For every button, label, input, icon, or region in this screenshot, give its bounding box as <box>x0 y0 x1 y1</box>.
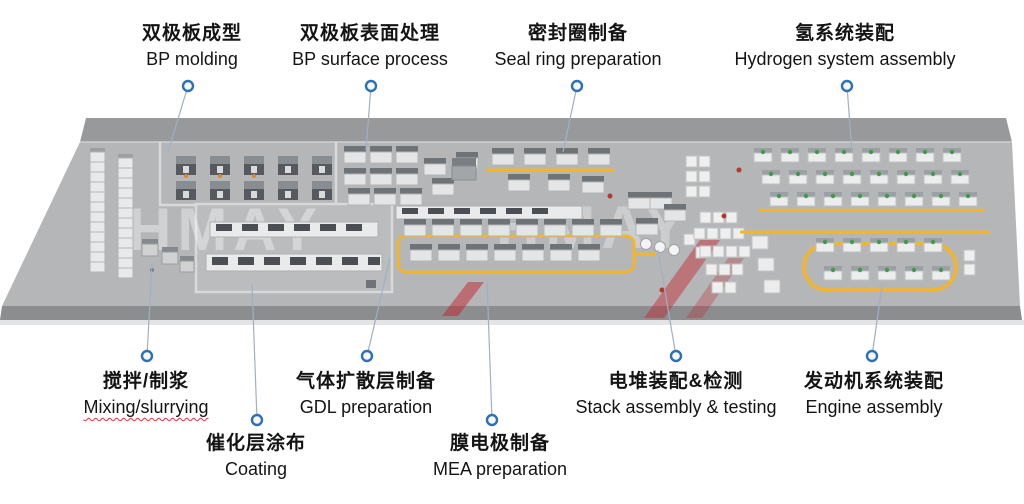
label-hydrogen: 氢系统装配 Hydrogen system assembly <box>734 20 955 71</box>
label-seal-ring-en: Seal ring preparation <box>494 49 662 69</box>
label-stack-en: Stack assembly & testing <box>575 397 777 417</box>
label-gdl: 气体扩散层制备 GDL preparation <box>296 368 436 419</box>
label-engine-zh: 发动机系统装配 <box>803 371 945 392</box>
label-mixing-en: Mixing/slurrying <box>83 397 209 417</box>
seal-ring-machines <box>451 147 614 194</box>
label-mixing-zh: 搅拌/制浆 <box>102 371 190 392</box>
coating-lines <box>205 221 383 288</box>
bp-molding-machines <box>176 156 332 200</box>
label-mixing: 搅拌/制浆 Mixing/slurrying <box>83 368 208 419</box>
marker-stack <box>669 349 683 363</box>
label-coating: 催化层涂布 Coating <box>206 430 306 481</box>
label-seal-ring: 密封圈制备 Seal ring preparation <box>494 20 661 71</box>
engine-assembly-area <box>740 230 990 292</box>
label-mea-en: MEA preparation <box>432 459 568 479</box>
label-hydrogen-en: Hydrogen system assembly <box>734 49 956 69</box>
marker-mea <box>485 413 499 427</box>
marker-engine <box>865 349 879 363</box>
label-gdl-en: GDL preparation <box>299 397 433 417</box>
label-mea-zh: 膜电极制备 <box>449 433 551 454</box>
label-bp-surface: 双极板表面处理 BP surface process <box>292 20 448 71</box>
label-coating-en: Coating <box>224 459 288 479</box>
label-mea: 膜电极制备 MEA preparation <box>433 430 567 481</box>
marker-bp-molding <box>181 79 195 93</box>
marker-bp-surface <box>364 79 378 93</box>
label-hydrogen-zh: 氢系统装配 <box>794 23 895 44</box>
label-bp-molding-en: BP molding <box>146 49 238 69</box>
marker-hydrogen <box>840 79 854 93</box>
label-stack: 电堆装配&检测 Stack assembly & testing <box>575 368 776 419</box>
marker-gdl <box>360 349 374 363</box>
callout-markers <box>140 79 879 427</box>
hydrogen-assembly-benches <box>753 147 985 212</box>
label-engine-en: Engine assembly <box>805 397 943 417</box>
people-dots <box>607 167 742 293</box>
label-engine: 发动机系统装配 Engine assembly <box>804 368 944 419</box>
marker-seal-ring <box>570 79 584 93</box>
label-bp-molding-zh: 双极板成型 <box>141 23 243 44</box>
label-stack-zh: 电堆装配&检测 <box>608 371 744 392</box>
pallet-boxes <box>685 155 781 294</box>
storage-racks <box>89 148 134 279</box>
mixing-machines <box>141 239 195 273</box>
marker-coating <box>250 413 264 427</box>
label-bp-surface-en: BP surface process <box>292 49 448 69</box>
label-coating-zh: 催化层涂布 <box>205 433 307 454</box>
marker-mixing <box>140 349 154 363</box>
leader-lines <box>146 85 883 421</box>
label-bp-molding: 双极板成型 BP molding <box>142 20 242 71</box>
interior-walls <box>158 142 394 294</box>
label-seal-ring-zh: 密封圈制备 <box>527 23 629 44</box>
label-gdl-zh: 气体扩散层制备 <box>295 371 437 392</box>
label-bp-surface-zh: 双极板表面处理 <box>299 23 440 44</box>
stack-assembly-machines <box>627 191 708 259</box>
